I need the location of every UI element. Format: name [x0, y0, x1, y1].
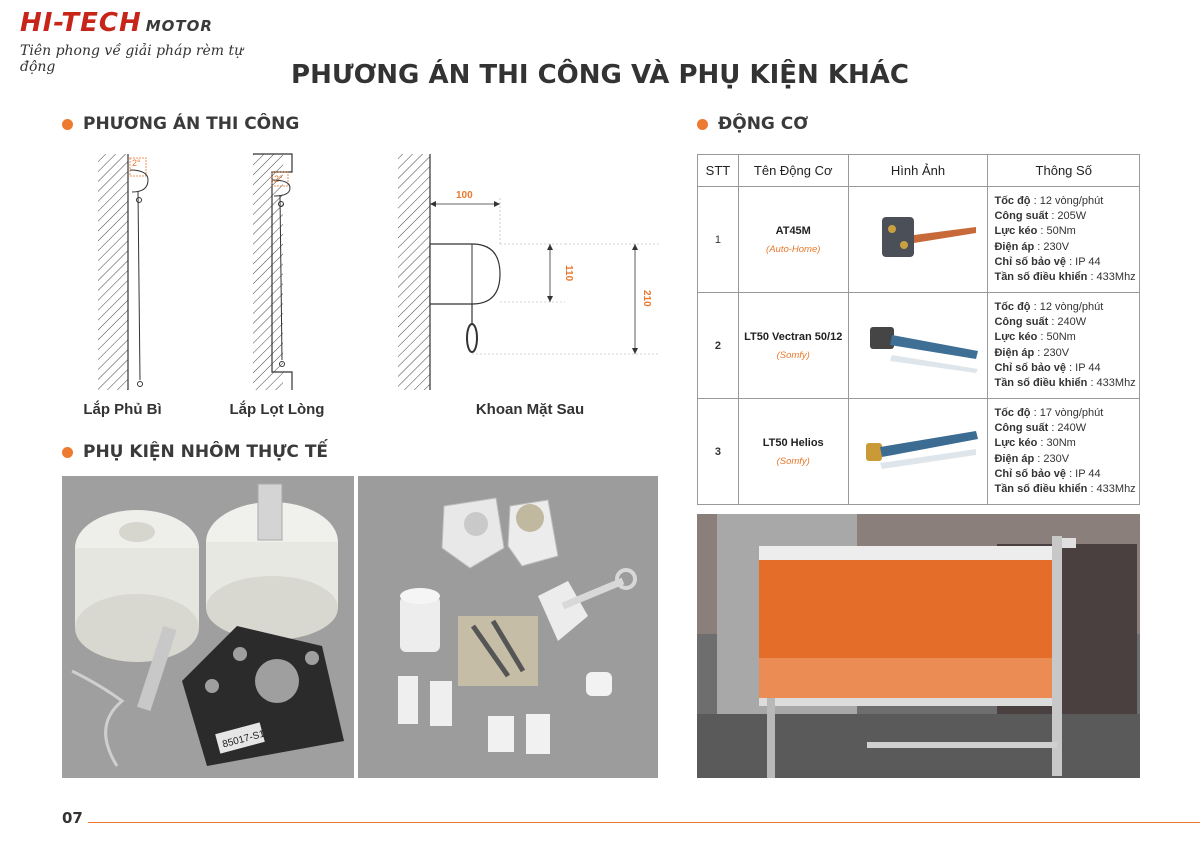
motor-name: LT50 Helios	[762, 436, 824, 449]
page-number: 07	[62, 809, 83, 827]
spec-line: Tốc độ : 12 vòng/phút	[994, 300, 1104, 313]
motor-image-3	[866, 431, 978, 469]
installation-diagrams: 2° 2° 100 110 210	[98, 153, 660, 390]
spec-line: Công suất : 205W	[994, 210, 1087, 223]
spec-line: Điện áp : 230V	[994, 452, 1070, 465]
col-header-specs: Thông Số	[987, 154, 1140, 187]
motor-brand: (Somfy)	[776, 349, 810, 361]
section-heading-motor: ĐỘNG CƠ	[697, 114, 808, 134]
caption-rear-drill: Khoan Mặt Sau	[475, 401, 585, 418]
cell-image	[847, 292, 989, 399]
spec-line: Điện áp : 230V	[994, 346, 1070, 359]
bullet-icon	[62, 446, 73, 458]
cell-name: AT45M (Auto-Home)	[737, 186, 849, 293]
col-header-name: Tên Động Cơ	[737, 154, 849, 187]
dim-100-label: 100	[456, 190, 473, 201]
spec-line: Chỉ số bảo vệ : IP 44	[994, 467, 1101, 480]
table-header-row: STT Tên Động Cơ Hình Ảnh Thông Số	[697, 154, 1140, 187]
motor-name: LT50 Vectran 50/12	[744, 330, 843, 343]
spec-line: Lực kéo : 30Nm	[994, 437, 1076, 450]
photo-roller-blind	[697, 514, 1140, 778]
bullet-icon	[697, 118, 708, 130]
spec-line: Công suất : 240W	[994, 422, 1087, 435]
motor-brand: (Auto-Home)	[766, 243, 821, 255]
dim-210-label: 210	[641, 290, 652, 307]
cell-stt: 3	[697, 398, 739, 505]
col-header-stt: STT	[697, 154, 739, 187]
spec-line: Tốc độ : 17 vòng/phút	[994, 406, 1104, 419]
spec-line: Tần số điều khiển : 433Mhz	[994, 376, 1136, 389]
motor-table: STT Tên Động Cơ Hình Ảnh Thông Số 1 AT45…	[697, 154, 1140, 505]
page-title: PHƯƠNG ÁN THI CÔNG VÀ PHỤ KIỆN KHÁC	[291, 60, 909, 90]
spec-line: Chỉ số bảo vệ : IP 44	[994, 361, 1101, 374]
motor-name: AT45M	[775, 224, 811, 237]
spec-line: Tốc độ : 12 vòng/phút	[994, 194, 1104, 207]
spec-line: Tần số điều khiển : 433Mhz	[994, 482, 1136, 495]
diagram-rear-drill	[398, 154, 660, 390]
spec-line: Điện áp : 230V	[994, 240, 1070, 253]
photo-end-caps: 85017-S1	[62, 476, 354, 778]
spec-line: Lực kéo : 50Nm	[994, 331, 1076, 344]
cell-image	[847, 186, 989, 293]
dim-110-label: 110	[563, 265, 574, 282]
spec-line: Chỉ số bảo vệ : IP 44	[994, 255, 1101, 268]
diagram-face-mount	[98, 154, 149, 390]
motor-image-1	[882, 217, 976, 257]
diagram-inside-mount	[253, 153, 293, 390]
cell-specs: Tốc độ : 12 vòng/phút Công suất : 240W L…	[987, 292, 1140, 399]
spec-line: Tần số điều khiển : 433Mhz	[994, 270, 1136, 283]
section-heading-accessories: PHỤ KIỆN NHÔM THỰC TẾ	[62, 442, 328, 462]
motor-image-2	[870, 327, 978, 373]
cell-name: LT50 Helios (Somfy)	[737, 398, 849, 505]
cell-name: LT50 Vectran 50/12 (Somfy)	[737, 292, 849, 399]
spec-line: Lực kéo : 50Nm	[994, 225, 1076, 238]
angle-label-1: 2°	[132, 158, 141, 168]
brand-name: HI-TECH	[20, 8, 142, 38]
caption-face-mount: Lắp Phủ Bì	[83, 401, 162, 418]
cell-specs: Tốc độ : 12 vòng/phút Công suất : 205W L…	[987, 186, 1140, 293]
cell-stt: 2	[697, 292, 739, 399]
cell-stt: 1	[697, 186, 739, 293]
col-header-image: Hình Ảnh	[847, 154, 989, 187]
photo-accessory-kit	[358, 476, 658, 778]
cell-specs: Tốc độ : 17 vòng/phút Công suất : 240W L…	[987, 398, 1140, 505]
table-row: 3 LT50 Helios (Somfy) Tốc độ : 17 vòng/p…	[697, 398, 1140, 505]
spec-line: Công suất : 240W	[994, 316, 1087, 329]
brand-slogan: Tiên phong về giải pháp rèm tự động	[20, 43, 244, 75]
caption-inside-mount: Lắp Lọt Lòng	[229, 401, 325, 418]
brand-sub: MOTOR	[145, 17, 213, 35]
motor-brand: (Somfy)	[776, 455, 810, 467]
angle-label-2: 2°	[274, 174, 283, 184]
footer-divider	[88, 822, 1200, 823]
table-row: 1 AT45M (Auto-Home) Tốc độ : 12 vòng/phú…	[697, 186, 1140, 293]
section-heading-install: PHƯƠNG ÁN THI CÔNG	[62, 114, 299, 134]
table-row: 2 LT50 Vectran 50/12 (Somfy) Tốc độ : 12…	[697, 292, 1140, 399]
cell-image	[847, 398, 989, 505]
bullet-icon	[62, 118, 73, 130]
